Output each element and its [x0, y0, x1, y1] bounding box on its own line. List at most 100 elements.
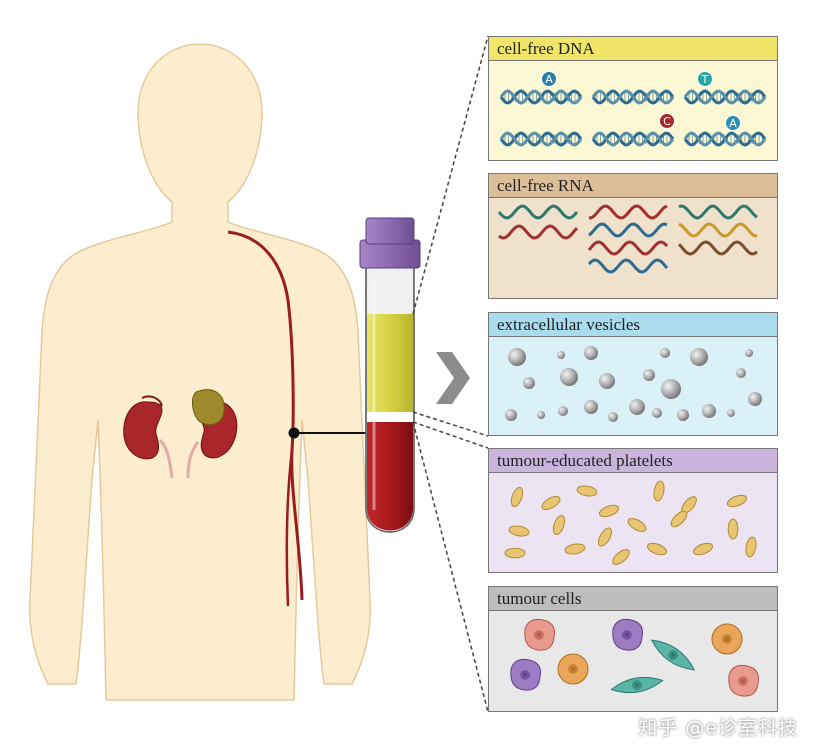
tumour-cell [610, 676, 664, 694]
rna-strand [498, 224, 579, 240]
platelet [727, 518, 739, 540]
dna-helix [499, 131, 583, 147]
dna-helix [591, 131, 675, 147]
platelet [598, 504, 620, 518]
vesicle [558, 406, 568, 416]
chevron-right-icon [436, 352, 470, 404]
platelets [504, 480, 757, 565]
tumour-cell [524, 618, 555, 651]
panel-title: tumour cells [489, 587, 777, 611]
kidney-right [186, 389, 238, 479]
platelet [646, 542, 668, 556]
platelet [692, 542, 714, 556]
platelet [508, 525, 530, 537]
vesicle [652, 408, 662, 418]
rna-strand [587, 240, 669, 256]
platelet [627, 517, 647, 533]
base-marker [541, 71, 557, 87]
rna-strands [497, 204, 758, 274]
vesicle [745, 349, 753, 357]
dna-helix [499, 89, 583, 105]
panel-extracellular-vesicles: extracellular vesicles [488, 312, 778, 436]
platelet [726, 494, 748, 508]
platelet [597, 527, 613, 547]
tumour-cell [728, 664, 759, 697]
rna-strand [497, 204, 579, 220]
base-letter: A [729, 117, 737, 130]
vesicle [508, 348, 526, 366]
rna-strand [677, 240, 758, 256]
vesicle [599, 373, 615, 389]
panel-title: cell-free RNA [489, 174, 777, 198]
rna-strand [588, 222, 668, 238]
tumour-cell [650, 639, 696, 671]
vesicle [643, 369, 655, 381]
panel-body [489, 198, 777, 298]
panel-title: cell-free DNA [489, 37, 777, 61]
rna-strand [589, 204, 668, 220]
vesicle [748, 392, 762, 406]
vesicle [727, 409, 735, 417]
platelet [504, 547, 526, 559]
vesicle [505, 409, 517, 421]
base-marker [725, 115, 741, 131]
panel-body [489, 611, 777, 711]
human-body [29, 43, 371, 701]
base-letter: C [663, 115, 671, 128]
dna-strands: A T C A [499, 71, 767, 147]
tumour-cells [510, 618, 759, 697]
dna-helix [683, 89, 767, 105]
platelet [541, 495, 561, 511]
panel-body: A T C A [489, 61, 777, 160]
vesicle [736, 368, 746, 378]
platelet [745, 536, 757, 558]
panel-title: tumour-educated platelets [489, 449, 777, 473]
base-marker [697, 71, 713, 87]
vesicle [584, 400, 598, 414]
panel-cell-free-rna: cell-free RNA [488, 173, 778, 299]
vesicle [557, 351, 565, 359]
tumour-cell [510, 658, 541, 691]
platelet [552, 514, 566, 536]
tumour-cell [612, 618, 643, 651]
rna-strand [678, 222, 757, 238]
vesicle [537, 411, 545, 419]
base-letter: A [545, 73, 553, 86]
dna-helix [591, 89, 675, 105]
vein [227, 230, 304, 601]
vesicle [629, 399, 645, 415]
platelet [653, 480, 665, 502]
base-marker [659, 113, 675, 129]
vesicle [608, 412, 618, 422]
vesicle [584, 346, 598, 360]
base-letter: T [701, 73, 709, 86]
vesicle [560, 368, 578, 386]
tumour-cell [557, 653, 589, 685]
rna-strand [678, 204, 758, 220]
panel-body [489, 473, 777, 572]
vesicle [677, 409, 689, 421]
panel-title: extracellular vesicles [489, 313, 777, 337]
panel-cell-free-dna: cell-free DNA A T C A [488, 36, 778, 161]
platelet [576, 485, 598, 497]
platelet [510, 486, 524, 508]
blood-tube [359, 217, 421, 533]
kidney-left [123, 395, 174, 479]
tumour-cell [711, 623, 743, 655]
vesicles [505, 346, 762, 422]
watermark: 知乎 @e诊室科技 [638, 717, 798, 739]
vesicle [523, 377, 535, 389]
connectors [412, 35, 489, 713]
vesicle [661, 379, 681, 399]
dna-helix [683, 131, 767, 147]
vesicle [702, 404, 716, 418]
rna-strand [587, 258, 669, 274]
vesicle [690, 348, 708, 366]
vesicle [660, 348, 670, 358]
panel-tumour-cells: tumour cells [488, 586, 778, 712]
platelet [612, 549, 630, 565]
panel-tumour-educated-platelets: tumour-educated platelets [488, 448, 778, 573]
panel-body [489, 337, 777, 435]
platelet [670, 510, 688, 528]
